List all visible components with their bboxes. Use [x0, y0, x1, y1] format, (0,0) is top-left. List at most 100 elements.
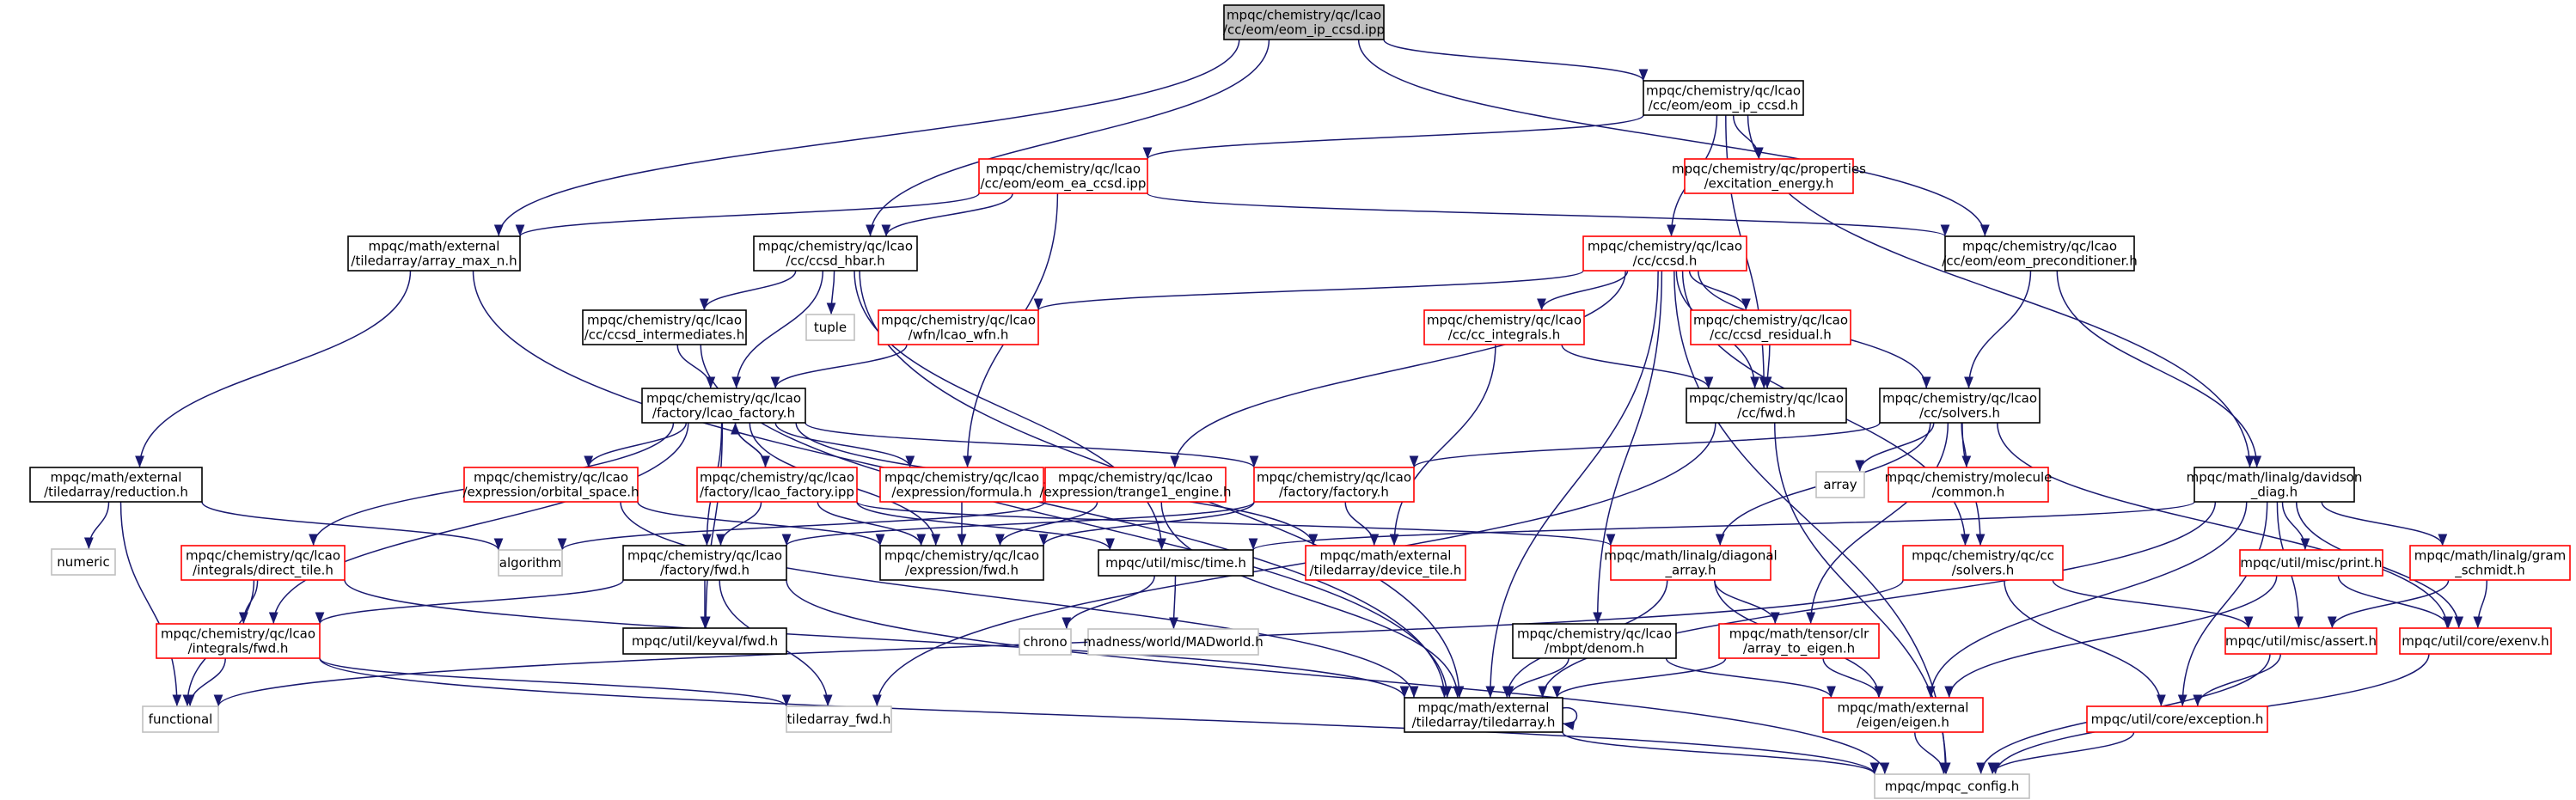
- file-node-box: [1087, 628, 1259, 656]
- file-node[interactable]: mpqc/util/misc/assert.h: [2224, 627, 2377, 655]
- file-node[interactable]: mpqc/chemistry/qc/lcao/expression/orbita…: [462, 467, 639, 503]
- file-node[interactable]: mpqc/math/linalg/gram_schmidt.h: [2409, 545, 2571, 581]
- file-node[interactable]: mpqc/chemistry/qc/lcao/cc/cc_integrals.h: [1423, 309, 1585, 345]
- file-node-box: [696, 467, 858, 503]
- file-node[interactable]: mpqc/chemistry/qc/lcao/cc/solvers.h: [1879, 388, 2041, 424]
- file-node-label: mpqc/chemistry/qc/lcao: [1427, 313, 1582, 328]
- include-edge: [1383, 39, 1649, 82]
- file-node[interactable]: mpqc/chemistry/qc/lcao/wfn/lcao_wfn.h: [878, 309, 1039, 345]
- file-node[interactable]: mpqc/chemistry/qc/lcao/expression/trange…: [1040, 467, 1232, 503]
- file-node[interactable]: mpqc/chemistry/qc/lcao/factory/fwd.h: [622, 545, 787, 581]
- file-node-label: mpqc/chemistry/qc/lcao: [627, 548, 782, 564]
- file-node[interactable]: mpqc/chemistry/qc/lcao/integrals/direct_…: [181, 545, 346, 581]
- file-node[interactable]: mpqc/chemistry/qc/lcao/factory/factory.h: [1253, 467, 1415, 503]
- file-node-box: [2239, 549, 2383, 577]
- file-node-box: [1690, 309, 1851, 345]
- file-node-label: /cc/ccsd_hbar.h: [786, 253, 884, 270]
- file-node[interactable]: mpqc/chemistry/qc/lcao/cc/eom/eom_ea_ccs…: [978, 158, 1148, 194]
- file-node-box: [463, 467, 639, 503]
- file-node-label: /expression/orbital_space.h: [462, 485, 639, 501]
- file-node[interactable]: mpqc/chemistry/qc/lcao/integrals/fwd.h: [156, 623, 321, 659]
- include-edge: [1964, 270, 2032, 389]
- file-node[interactable]: mpqc/util/misc/print.h: [2239, 549, 2383, 577]
- include-edge: [1033, 270, 1584, 311]
- file-node[interactable]: mpqc/util/misc/time.h: [1098, 549, 1254, 577]
- file-node-label: /integrals/direct_tile.h: [193, 563, 333, 579]
- file-node-box: [753, 235, 918, 272]
- include-edge: [699, 270, 797, 311]
- file-node-label: mpqc/chemistry/qc/lcao: [646, 391, 801, 406]
- file-node[interactable]: mpqc/chemistry/qc/lcao/cc/ccsd_residual.…: [1690, 309, 1851, 345]
- file-node[interactable]: mpqc/chemistry/qc/properties/excitation_…: [1672, 158, 1866, 194]
- file-node[interactable]: mpqc/chemistry/qc/lcao/expression/formul…: [879, 467, 1044, 503]
- file-node-box: [1253, 467, 1415, 503]
- file-node[interactable]: mpqc/math/external/eigen/eigen.h: [1822, 697, 1984, 733]
- file-node-label: mpqc/chemistry/qc/lcao: [1058, 470, 1213, 485]
- file-node[interactable]: mpqc/chemistry/qc/lcao/cc/ccsd_hbar.h: [753, 235, 918, 272]
- file-node[interactable]: mpqc/math/external/tiledarray/reduction.…: [29, 467, 203, 503]
- file-node-box: [1944, 235, 2135, 272]
- file-node[interactable]: mpqc/chemistry/qc/lcao/factory/lcao_fact…: [696, 467, 858, 503]
- file-node[interactable]: mpqc/chemistry/qc/lcao/cc/fwd.h: [1686, 388, 1847, 424]
- file-node-label: _schmidt.h: [2454, 563, 2525, 579]
- file-node: algorithm: [498, 549, 563, 577]
- file-node[interactable]: mpqc/util/keyval/fwd.h: [622, 627, 787, 655]
- file-node-label: _diag.h: [2250, 485, 2298, 501]
- file-node[interactable]: mpqc/chemistry/qc/lcao/cc/eom/eom_precon…: [1942, 235, 2138, 272]
- file-node[interactable]: mpqc/chemistry/qc/lcao/expression/fwd.h: [879, 545, 1044, 581]
- file-node-box: [1822, 697, 1984, 733]
- file-node-label: /expression/trange1_engine.h: [1040, 485, 1232, 501]
- file-node-label: _array.h: [1665, 563, 1716, 579]
- include-edge: [1552, 657, 1727, 699]
- file-node[interactable]: mpqc/chemistry/qc/cc/solvers.h: [1902, 545, 2064, 581]
- include-edge: [1147, 192, 1949, 237]
- include-edge: [817, 501, 927, 547]
- file-node[interactable]: mpqc/chemistry/qc/lcao/mbpt/denom.h: [1512, 623, 1677, 659]
- file-node[interactable]: mpqc/chemistry/qc/lcao/factory/lcao_fact…: [641, 388, 806, 424]
- file-node[interactable]: mpqc/chemistry/qc/lcao/cc/eom/eom_ip_ccs…: [1643, 80, 1804, 116]
- file-node-label: mpqc/chemistry/qc/lcao: [1689, 391, 1844, 406]
- file-node-label: /expression/fwd.h: [905, 563, 1019, 578]
- file-node: tuple: [805, 314, 855, 341]
- file-node[interactable]: mpqc/chemistry/qc/lcao/cc/ccsd.h: [1582, 235, 1747, 272]
- file-node-label: /cc/ccsd.h: [1633, 253, 1698, 269]
- include-edge: [1562, 706, 1578, 730]
- file-node[interactable]: mpqc/chemistry/qc/lcao/cc/ccsd_intermedi…: [582, 309, 747, 345]
- file-node-box: [347, 235, 521, 272]
- file-node-label: /cc/ccsd_residual.h: [1710, 327, 1832, 344]
- include-edge: [1713, 579, 1780, 625]
- file-node-box: [1684, 158, 1854, 194]
- include-edge: [557, 501, 1046, 551]
- file-node-label: algorithm: [499, 555, 561, 571]
- file-node-label: mpqc/chemistry/qc/lcao: [884, 470, 1039, 485]
- file-node-label: mpqc/chemistry/qc/lcao: [587, 313, 742, 328]
- include-edge: [1673, 270, 1950, 775]
- include-edge: [1806, 422, 1949, 625]
- file-node[interactable]: mpqc/math/tensor/clr/array_to_eigen.h: [1718, 623, 1880, 659]
- file-node[interactable]: mpqc/math/external/tiledarray/device_til…: [1305, 545, 1466, 581]
- file-node-box: [1902, 545, 2064, 581]
- file-node-box: [1019, 628, 1072, 656]
- file-node[interactable]: mpqc/math/linalg/diagonal_array.h: [1604, 545, 1778, 581]
- include-edge: [1504, 657, 1569, 699]
- file-node-box: [879, 545, 1044, 581]
- file-node[interactable]: mpqc/chemistry/molecule/common.h: [1885, 467, 2053, 503]
- file-node[interactable]: mpqc/math/linalg/davidson_diag.h: [2187, 467, 2363, 503]
- include-edge: [1562, 731, 1880, 775]
- file-node-label: /expression/formula.h: [891, 485, 1031, 500]
- file-node[interactable]: mpqc/util/core/exception.h: [2086, 705, 2268, 733]
- file-node-box: [622, 627, 787, 655]
- include-edge: [774, 422, 915, 468]
- file-node-label: /cc/cc_integrals.h: [1448, 327, 1561, 344]
- file-node-box: [1423, 309, 1585, 345]
- file-node-box: [1686, 388, 1847, 424]
- include-edge: [1925, 501, 2248, 699]
- file-node[interactable]: mpqc/math/external/tiledarray/tiledarray…: [1404, 697, 1563, 733]
- include-edge: [1538, 501, 2217, 699]
- file-node[interactable]: mpqc/util/core/exenv.h: [2399, 627, 2552, 655]
- file-node-label: /factory/fwd.h: [660, 563, 750, 578]
- file-node[interactable]: mpqc/math/external/tiledarray/array_max_…: [347, 235, 521, 272]
- file-node-box: [1582, 235, 1747, 272]
- include-edge: [319, 657, 1880, 775]
